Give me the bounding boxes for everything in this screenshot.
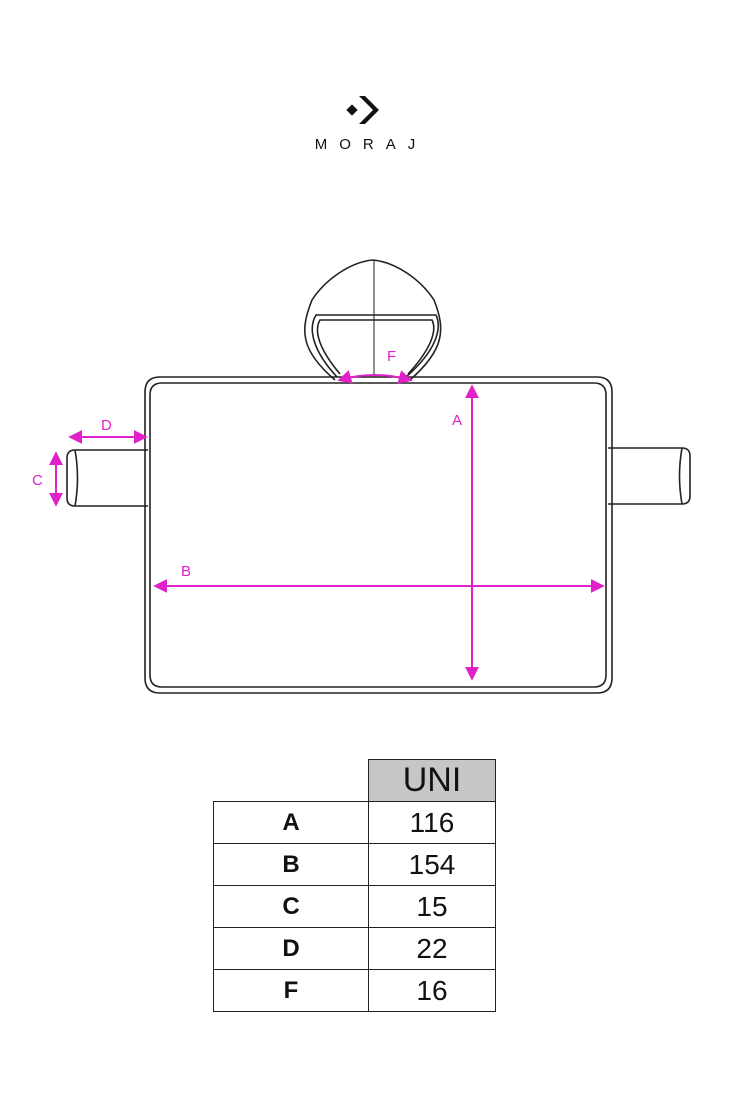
size-table: UNI A 116 B 154 C 15 D 22 F 16	[213, 759, 496, 1012]
size-row-value: 15	[368, 885, 496, 928]
size-table-corner	[214, 760, 369, 802]
size-row-label: D	[213, 927, 369, 970]
size-row-value: 154	[368, 843, 496, 886]
size-row-label: F	[213, 969, 369, 1012]
size-row-label: B	[213, 843, 369, 886]
table-row: A 116	[213, 801, 496, 844]
table-row: F 16	[213, 969, 496, 1012]
brand-name: MORAJ	[314, 136, 428, 153]
table-row: C 15	[213, 885, 496, 928]
table-row: B 154	[213, 843, 496, 886]
poncho-diagram: A B C D F	[32, 259, 691, 694]
size-row-value: 16	[368, 969, 496, 1012]
size-row-label: C	[213, 885, 369, 928]
dimension-d-label: D	[101, 417, 112, 434]
dimension-f-label: F	[387, 348, 396, 365]
size-row-value: 22	[368, 927, 496, 970]
dimension-b-label: B	[181, 563, 191, 580]
table-row: D 22	[213, 927, 496, 970]
left-sleeve	[66, 449, 148, 507]
hood-outline	[304, 259, 442, 381]
dimension-f-arrow	[337, 370, 413, 384]
size-row-label: A	[213, 801, 369, 844]
dimension-arrows	[49, 370, 605, 681]
brand-logo: MORAJ	[0, 90, 730, 153]
right-sleeve	[608, 447, 691, 505]
chevron-arrow-logo-icon	[346, 96, 379, 124]
size-row-value: 116	[368, 801, 496, 844]
body-outline	[144, 376, 613, 694]
dimension-a-label: A	[452, 412, 462, 429]
size-table-header-row: UNI	[214, 759, 496, 802]
size-table-header: UNI	[368, 759, 496, 802]
dimension-c-label: C	[32, 472, 43, 489]
